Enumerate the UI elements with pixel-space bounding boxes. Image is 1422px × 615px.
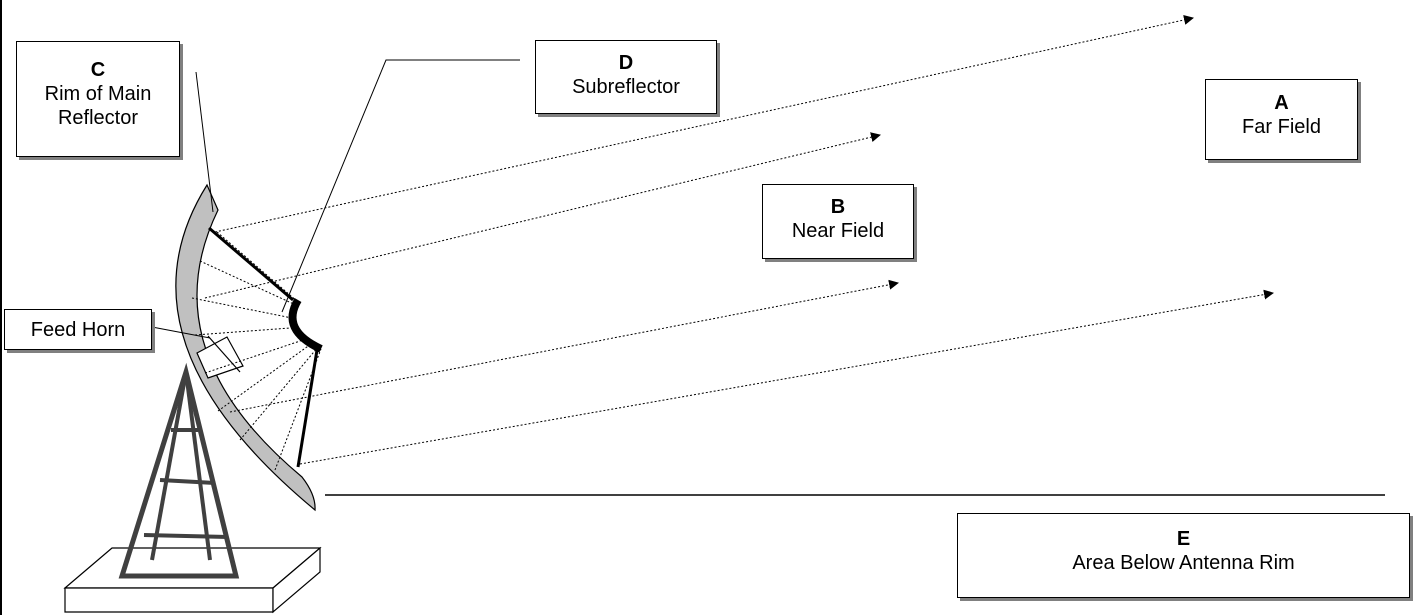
callout-c: C Rim of Main Reflector: [16, 41, 180, 157]
callout-c-line1: Rim of Main: [44, 83, 152, 105]
leader-c: [195, 71, 214, 213]
callout-b: B Near Field: [762, 184, 914, 259]
callout-d-letter: D: [618, 52, 634, 74]
callout-a: A Far Field: [1205, 79, 1358, 160]
callout-d-text: Subreflector: [572, 76, 680, 98]
callout-a-text: Far Field: [1242, 116, 1321, 138]
leader-feed: [151, 326, 211, 339]
leader-d: [281, 59, 520, 313]
callout-e-letter: E: [1176, 528, 1191, 550]
subreflector: [288, 297, 323, 353]
callout-b-text: Near Field: [791, 220, 885, 242]
callout-c-letter: C: [90, 59, 106, 81]
internal-rays: [191, 231, 322, 471]
callout-b-letter: B: [830, 196, 846, 218]
callout-c-line2: Reflector: [57, 107, 139, 129]
main-reflector: [175, 183, 316, 512]
antenna-tower: [118, 362, 240, 579]
callout-d: D Subreflector: [535, 40, 717, 114]
leader-lines: [151, 59, 520, 339]
callout-e-text: Area Below Antenna Rim: [1072, 552, 1295, 574]
outgoing-rays: [204, 15, 1274, 465]
ray-near-lower: [229, 279, 899, 413]
ray-far-upper: [214, 15, 1194, 233]
callout-feed-horn-text: Feed Horn: [30, 319, 126, 341]
callout-a-letter: A: [1274, 92, 1289, 114]
feed-horn: [196, 335, 244, 379]
callout-feed-horn: Feed Horn: [4, 309, 152, 350]
support-struts: [208, 226, 319, 468]
callout-e: E Area Below Antenna Rim: [957, 513, 1410, 598]
antenna-base: [63, 546, 322, 614]
ray-far-lower: [299, 289, 1274, 465]
